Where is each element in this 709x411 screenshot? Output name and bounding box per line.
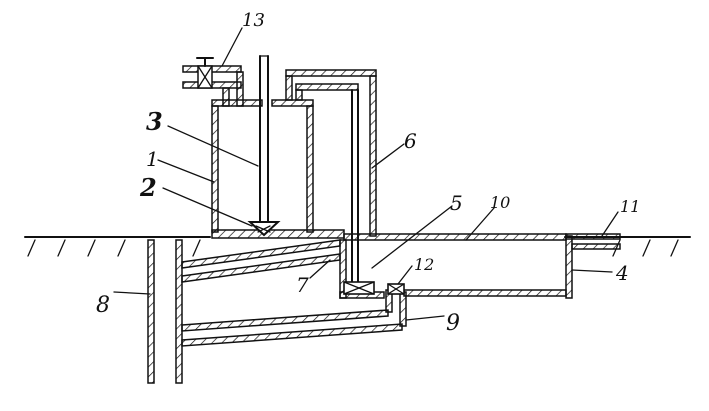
leader-lines <box>113 27 619 321</box>
label-7: 7 <box>296 273 309 297</box>
outlet-pipe-11 <box>565 233 621 250</box>
label-10: 10 <box>490 193 510 212</box>
label-5: 5 <box>450 191 463 215</box>
rod-3 <box>259 55 269 223</box>
valve-12 <box>387 283 405 295</box>
part-labels: 1 2 3 4 5 6 7 8 9 10 11 12 13 <box>96 10 640 336</box>
label-9: 9 <box>446 311 460 336</box>
label-8: 8 <box>96 293 110 318</box>
label-4: 4 <box>615 261 629 285</box>
pipe-6 <box>285 69 377 283</box>
sloped-pipe-7 <box>181 239 341 283</box>
label-2: 2 <box>139 173 157 202</box>
bottom-valve-2 <box>247 221 281 237</box>
pipe-9 <box>181 289 407 347</box>
label-6: 6 <box>404 129 417 153</box>
label-3: 3 <box>146 107 163 136</box>
valve-5 <box>343 281 375 295</box>
label-11: 11 <box>620 197 640 216</box>
label-12: 12 <box>414 255 434 274</box>
vertical-pipe-8 <box>147 239 183 384</box>
label-1: 1 <box>146 147 159 171</box>
valve-13 <box>182 57 244 107</box>
label-13: 13 <box>242 10 265 31</box>
